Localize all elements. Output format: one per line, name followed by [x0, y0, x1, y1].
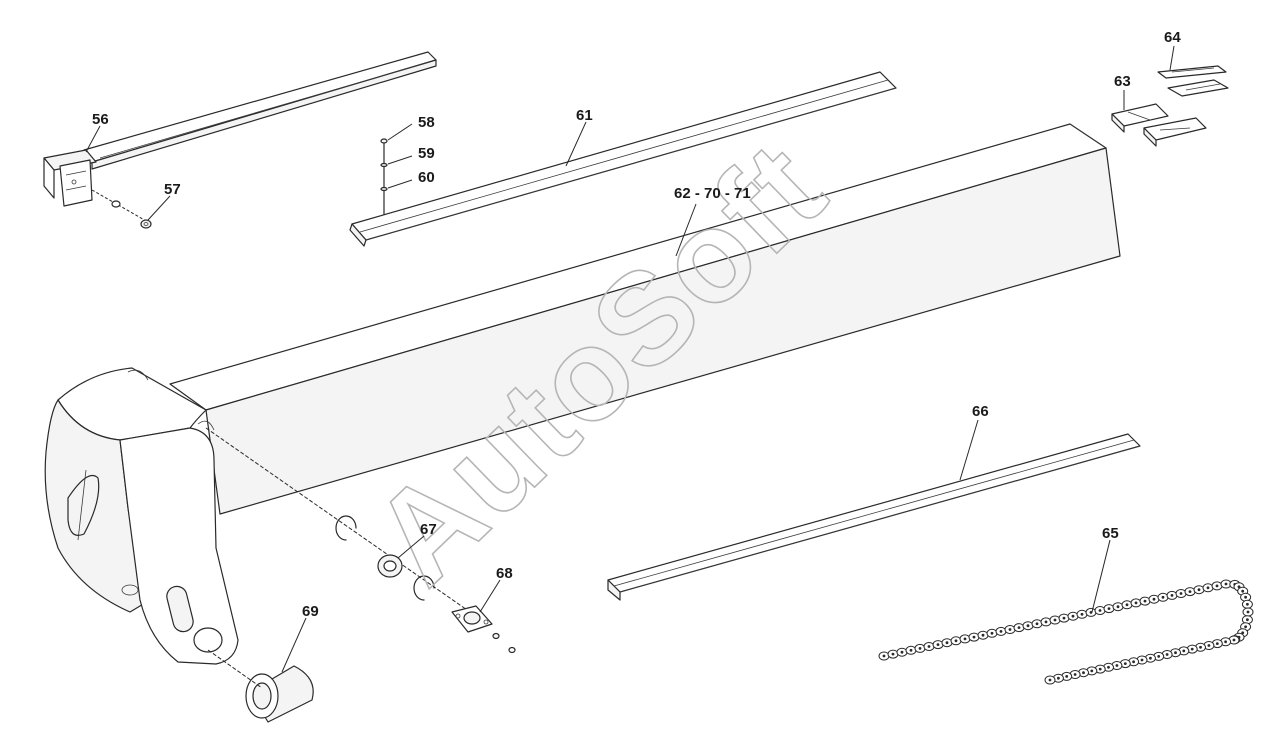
chain-pin [1065, 675, 1069, 678]
part-69-bearing-sleeve[interactable] [207, 649, 314, 723]
chain-pin [1246, 610, 1250, 614]
chain-pin [1244, 625, 1247, 629]
chain-pin [1017, 626, 1021, 629]
chain-pin [1107, 665, 1110, 669]
chain-pin [981, 633, 985, 637]
label-56: 56 [92, 111, 109, 128]
part-68-flange-bearing[interactable] [451, 605, 516, 654]
chain-pin [918, 647, 922, 650]
chain-pin [945, 641, 949, 645]
chain-pin [1134, 601, 1138, 605]
label-65: 65 [1102, 525, 1119, 542]
part-56-rail-bracket[interactable] [43, 51, 437, 207]
chain-pin [972, 635, 976, 639]
chain-pin [963, 637, 967, 641]
chain-pin [1044, 620, 1048, 624]
chain-pin [1107, 607, 1111, 610]
label-68: 68 [496, 565, 513, 582]
chain-pin [1098, 609, 1102, 612]
chain-pin [999, 630, 1003, 633]
chain-pin [1143, 599, 1147, 603]
chain-pin [1035, 622, 1039, 626]
chain-pin [1071, 614, 1075, 618]
label-62-70-71: 62 - 70 - 71 [674, 185, 751, 202]
chain-pin [1140, 658, 1144, 662]
chain-pin [1179, 592, 1183, 595]
chain-pin [1199, 645, 1202, 649]
chain-pin [1157, 655, 1161, 658]
chain-pin [1170, 594, 1174, 597]
chain-pin [1174, 651, 1177, 655]
chain-pin [1188, 590, 1192, 593]
chain-pin [1048, 678, 1052, 682]
label-59: 59 [418, 145, 435, 162]
chain-pin [909, 648, 913, 652]
chain-pin [1165, 653, 1169, 656]
chain-pin [900, 650, 904, 654]
chain-pin [1132, 660, 1135, 664]
chain-pin [1098, 667, 1102, 671]
chain-pin [1206, 586, 1210, 590]
label-66: 66 [972, 403, 989, 420]
part-labels: 56 57 58 59 60 61 62 - 70 - 71 63 64 65 … [92, 29, 1181, 620]
chain-pin [1057, 676, 1060, 680]
chain-pin [1161, 595, 1165, 599]
chain-pin [1152, 597, 1156, 601]
chain-pin [990, 631, 994, 635]
part-64-plates[interactable] [1157, 65, 1229, 97]
label-61: 61 [576, 107, 593, 124]
boom-head-casting[interactable] [44, 367, 239, 665]
chain-pin [1182, 649, 1186, 653]
label-57: 57 [164, 181, 181, 198]
chain-pin [1053, 618, 1057, 622]
label-63: 63 [1114, 73, 1131, 90]
chain-pin [1207, 644, 1211, 647]
chain-pin [1008, 628, 1012, 631]
part-63-pads[interactable] [1111, 103, 1207, 147]
chain-pin [1116, 605, 1120, 609]
chain-pin [1246, 618, 1249, 622]
chain-pin [936, 643, 940, 646]
chain-pin [1149, 656, 1152, 660]
part-67-snap-ring-bushing[interactable] [205, 427, 471, 613]
chain-pin [1090, 669, 1094, 673]
chain-pin [1062, 616, 1066, 620]
chain-pin [891, 652, 895, 656]
chain-pin [1232, 638, 1236, 642]
chain-pin [882, 654, 886, 658]
chain-pin [1080, 612, 1084, 616]
label-58: 58 [418, 114, 435, 131]
chain-pin [1241, 589, 1245, 593]
chain-pin [1197, 588, 1201, 592]
part-61-channel-rail[interactable] [349, 71, 897, 247]
chain-pin [1115, 664, 1119, 667]
part-65-roller-chain[interactable] [878, 579, 1254, 685]
label-67: 67 [420, 521, 437, 538]
chain-pin [927, 645, 931, 648]
label-60: 60 [418, 169, 435, 186]
label-69: 69 [302, 603, 319, 620]
leader-lines [85, 45, 1175, 673]
chain-pin [1073, 673, 1077, 676]
chain-pin [1082, 671, 1085, 675]
chain-pin [1215, 584, 1219, 588]
chain-pin [954, 639, 958, 643]
chain-pin [1026, 624, 1030, 628]
part-66-guide-rail[interactable] [607, 433, 1141, 601]
chain-pin [1246, 602, 1249, 606]
chain-pin [1224, 640, 1227, 644]
part-57-nut-bolt[interactable] [91, 189, 152, 229]
chain-pin [1190, 647, 1194, 651]
chain-pin [1224, 582, 1228, 586]
label-64: 64 [1164, 29, 1181, 46]
chain-pin [1215, 642, 1219, 645]
chain-pin [1244, 595, 1247, 599]
part-62-70-71-boom-beam[interactable] [169, 123, 1121, 515]
parts-58-59-60-bolt-washers[interactable] [380, 138, 388, 227]
chain-pin [1125, 603, 1129, 607]
chain-pin [1123, 662, 1127, 665]
